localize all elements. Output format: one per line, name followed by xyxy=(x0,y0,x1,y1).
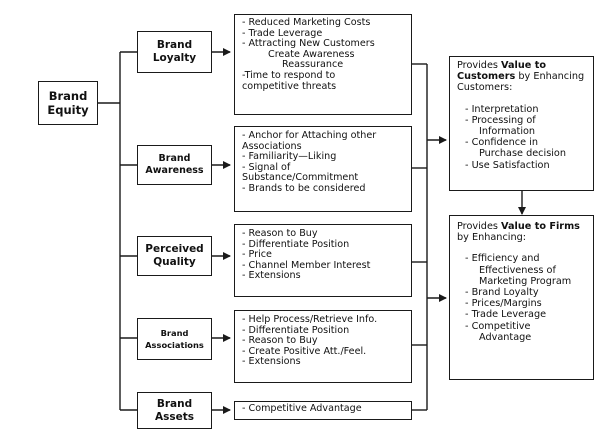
brand-associations-benefits-box: - Help Process/Retrieve Info.- Different… xyxy=(234,310,412,383)
associations-benefit-item: - Help Process/Retrieve Info. xyxy=(242,314,378,325)
customer-value-item: Purchase decision xyxy=(479,148,567,160)
awareness-benefit-item: Substance/Commitment xyxy=(242,172,359,184)
firm-value-item: - Competitive xyxy=(465,320,531,332)
quality-benefit-item: - Differentiate Position xyxy=(242,238,350,250)
firm-value-item: - Brand Loyalty xyxy=(465,287,539,299)
brand-loyalty-line-1: Brand xyxy=(156,39,193,51)
brand-assets-benefits-box: - Competitive Advantage xyxy=(234,401,412,420)
perceived-quality-line-1: Perceived xyxy=(145,243,204,255)
customer-value-heading: Provides Value to Customers by Enhancing… xyxy=(457,60,585,94)
loyalty-benefit-item: - Reduced Marketing Costs xyxy=(242,17,371,28)
firm-value-item: Advantage xyxy=(479,331,532,343)
brand-loyalty-line-2: Loyalty xyxy=(152,52,197,64)
quality-benefit-item: - Channel Member Interest xyxy=(242,259,371,271)
firm-value-item: - Efficiency and xyxy=(465,253,540,265)
brand-loyalty-box: Brand Loyalty xyxy=(137,31,212,73)
brand-assets-line-2: Assets xyxy=(154,410,195,423)
customer-value-box: Provides Value to Customers by Enhancing… xyxy=(449,56,594,191)
brand-awareness-box: Brand Awareness xyxy=(137,145,212,185)
assets-benefit-item: - Competitive Advantage xyxy=(242,403,362,414)
quality-benefit-item: - Reason to Buy xyxy=(242,228,318,239)
customer-value-heading-bold: Value to Customers xyxy=(457,60,546,83)
quality-benefit-item: - Extensions xyxy=(242,270,301,282)
loyalty-benefit-item: -Time to respond to xyxy=(242,69,336,81)
brand-awareness-line-2: Awareness xyxy=(145,165,204,176)
perceived-quality-benefits-box: - Reason to Buy- Differentiate Position-… xyxy=(234,224,412,297)
brand-equity-line-1: Brand xyxy=(48,89,88,103)
associations-benefit-item: - Differentiate Position xyxy=(242,324,350,336)
firm-value-heading: Provides Value to Firms by Enhancing: xyxy=(457,221,580,244)
brand-associations-line-1: Brand xyxy=(160,328,189,338)
loyalty-benefit-item: competitive threats xyxy=(242,80,337,92)
loyalty-benefit-item: - Attracting New Customers xyxy=(242,38,375,50)
firm-value-item: Marketing Program xyxy=(479,275,572,287)
awareness-benefit-item: Associations xyxy=(242,140,302,152)
quality-benefit-item: - Price xyxy=(242,249,272,261)
brand-awareness-line-1: Brand xyxy=(158,153,191,164)
loyalty-benefit-item: Reassurance xyxy=(282,59,344,71)
customer-value-item: - Interpretation xyxy=(465,103,539,115)
firm-value-item: - Prices/Margins xyxy=(465,298,542,310)
loyalty-benefit-item: Create Awareness xyxy=(268,48,355,60)
awareness-benefit-item: - Familiarity—Liking xyxy=(242,151,337,163)
brand-associations-line-2: Associations xyxy=(145,340,204,350)
brand-assets-line-1: Brand xyxy=(156,397,193,410)
perceived-quality-box: Perceived Quality xyxy=(137,236,212,276)
associations-benefit-item: - Reason to Buy xyxy=(242,335,318,347)
brand-equity-box: Brand Equity xyxy=(38,81,98,125)
customer-value-item: Information xyxy=(479,126,536,138)
firm-value-heading-bold: Value to Firms xyxy=(501,221,580,232)
awareness-benefit-item: - Brands to be considered xyxy=(242,182,366,194)
firm-value-item: - Trade Leverage xyxy=(465,309,547,321)
firm-value-box: Provides Value to Firms by Enhancing: - … xyxy=(449,215,594,380)
firm-value-item: Effectiveness of xyxy=(479,264,556,276)
customer-value-item: - Use Satisfaction xyxy=(465,159,550,171)
awareness-benefit-item: - Anchor for Attaching other xyxy=(242,130,377,141)
brand-assets-box: Brand Assets xyxy=(137,392,212,429)
perceived-quality-line-2: Quality xyxy=(153,256,196,268)
associations-benefit-item: - Create Positive Att./Feel. xyxy=(242,345,367,357)
brand-associations-box: Brand Associations xyxy=(137,318,212,360)
awareness-benefit-item: - Signal of xyxy=(242,161,291,173)
brand-loyalty-benefits-box: - Reduced Marketing Costs- Trade Leverag… xyxy=(234,14,412,115)
associations-benefit-item: - Extensions xyxy=(242,356,301,368)
loyalty-benefit-item: - Trade Leverage xyxy=(242,27,323,39)
customer-value-item: - Confidence in xyxy=(465,137,538,149)
brand-equity-line-2: Equity xyxy=(47,103,89,117)
customer-value-item: - Processing of xyxy=(465,114,536,126)
